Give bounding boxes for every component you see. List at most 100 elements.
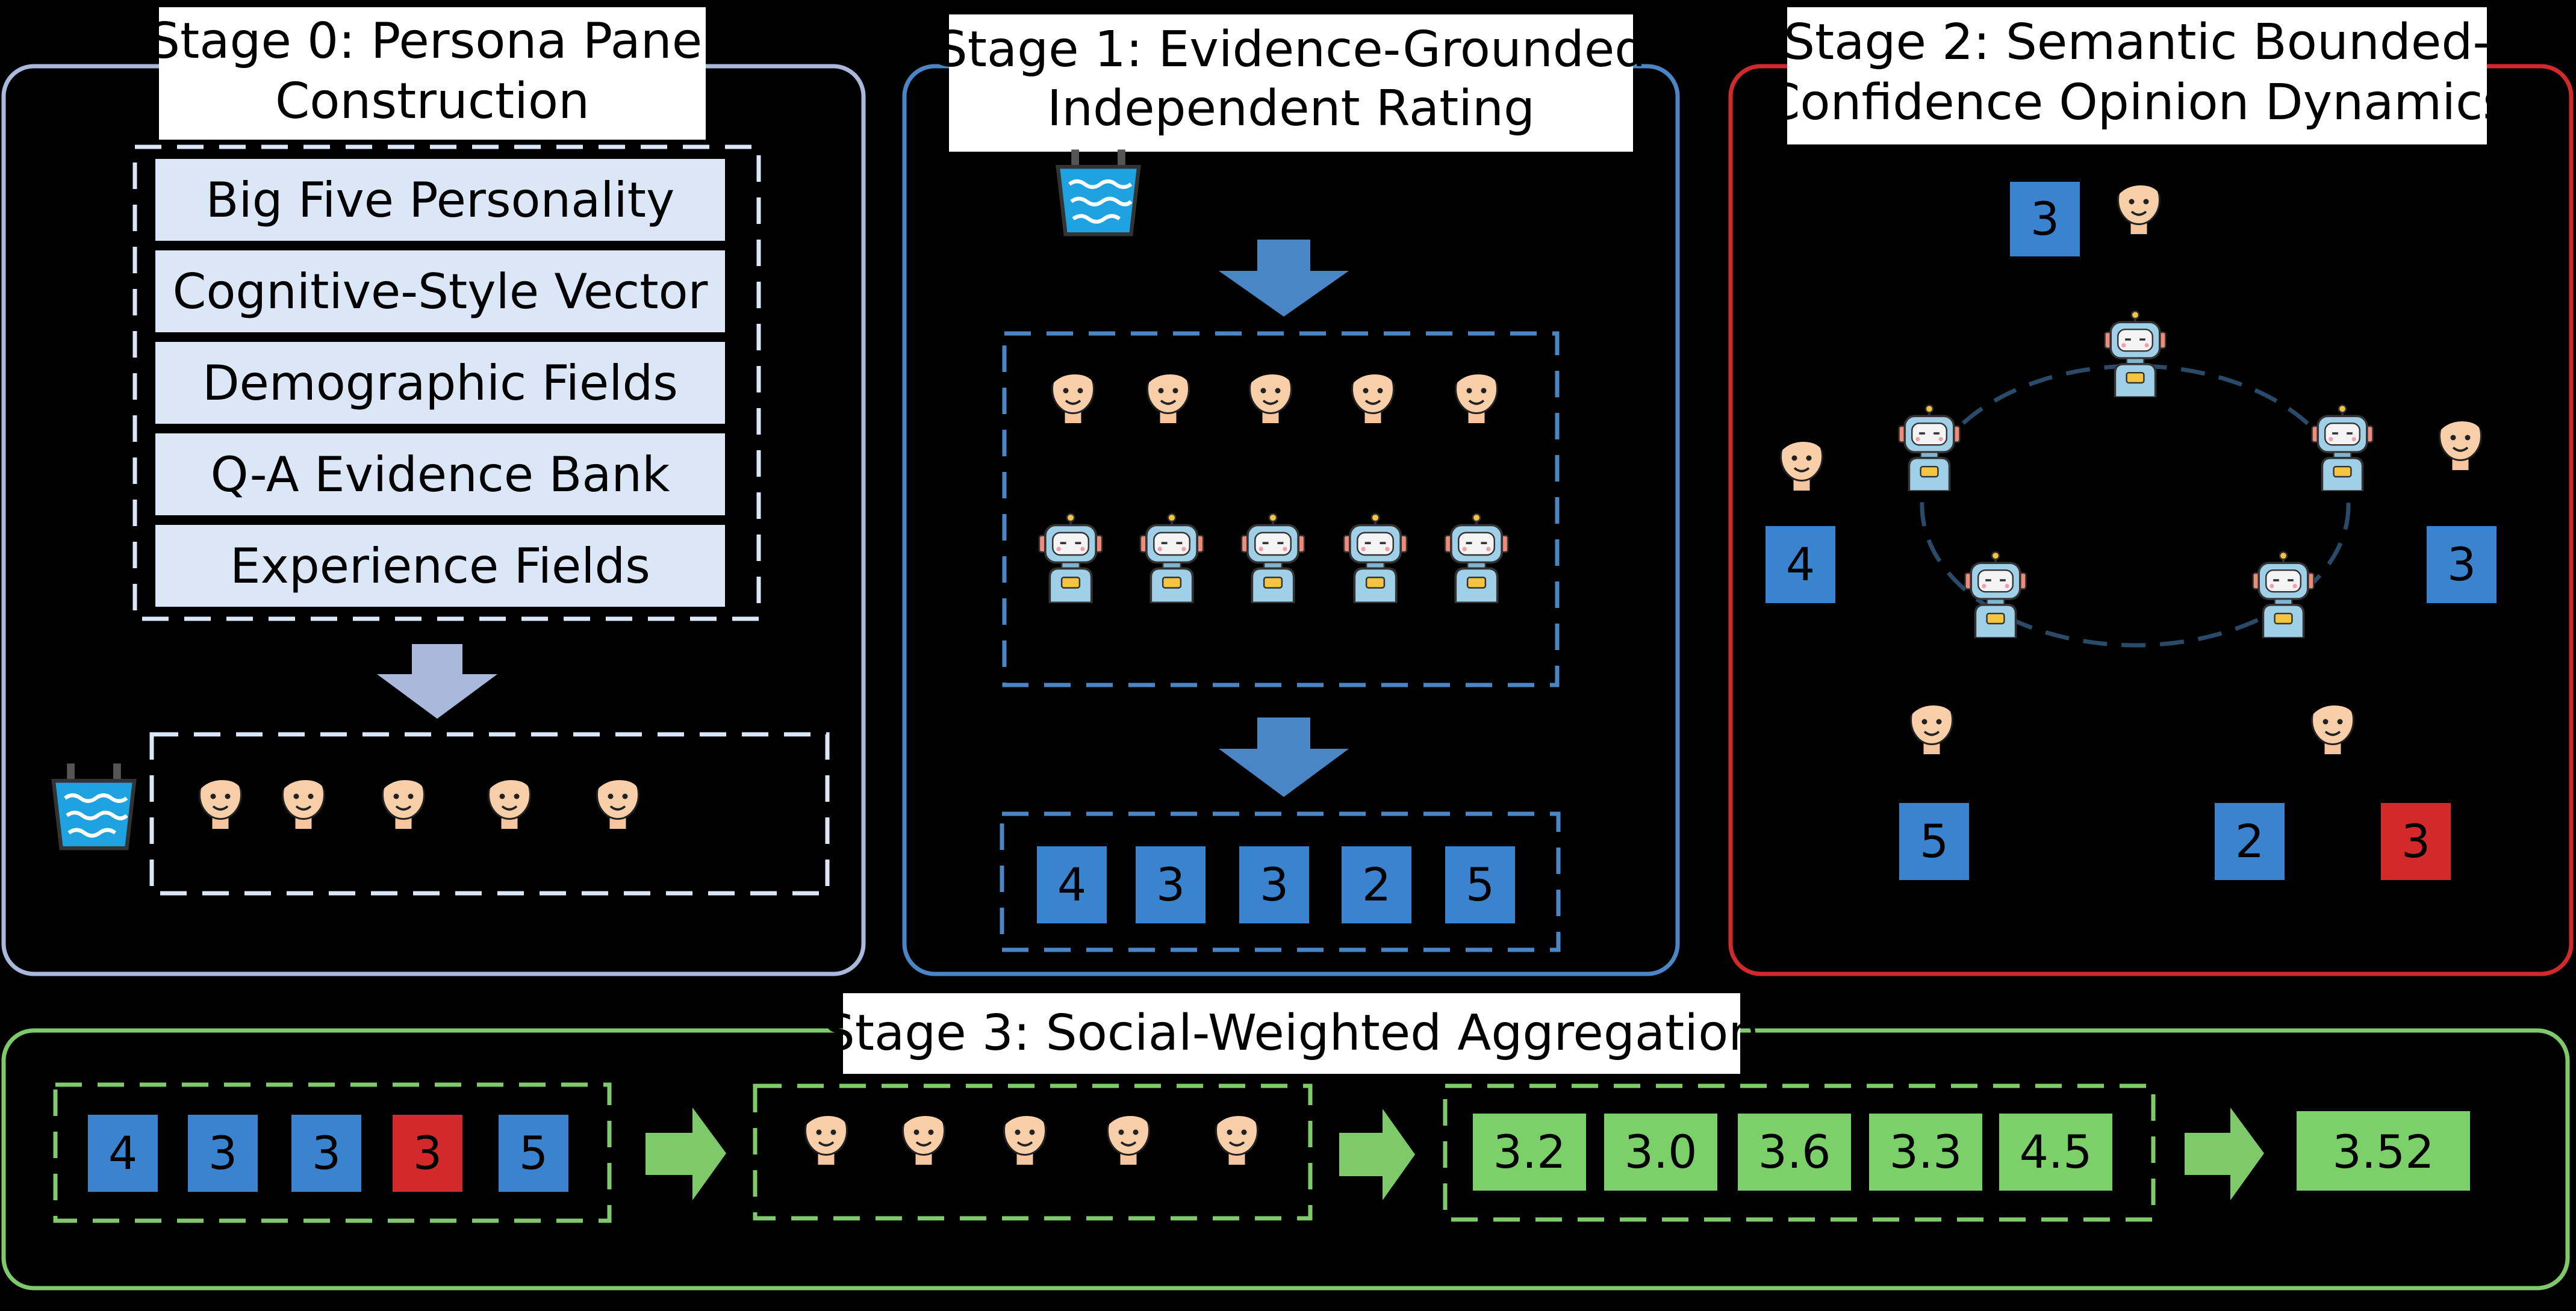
elder-man-avatar-icon [1198,1102,1276,1199]
persona-panel-group [149,732,830,896]
stage-0-title-line2: Construction [275,73,590,130]
stage-1-title-box [949,14,1633,152]
score-value: 3 [413,1126,442,1180]
score-value: 2 [1362,858,1391,911]
down-arrow-icon [1219,717,1349,797]
score-group [53,1082,612,1223]
component-box [155,525,725,607]
score-value: 4 [1057,858,1086,911]
component-label: Cognitive-Style Vector [173,264,708,320]
component-group [132,144,761,621]
score-value: 5 [519,1126,548,1180]
interaction-ring [1920,364,2351,648]
stage-0-panel: Stage 0: Persona Panel Construction Big … [1,7,866,976]
robot-agent-icon [1444,513,1509,603]
stage-1-border [902,64,1680,976]
rating-group [1000,811,1561,952]
weighted-score-value: 3.0 [1625,1125,1697,1179]
score-box [499,1115,568,1192]
component-label: Experience Fields [230,538,650,594]
component-label: Q-A Evidence Bank [211,447,671,503]
robot-agent-icon [1897,404,1961,491]
component-box [155,342,725,424]
score-value: 4 [108,1126,137,1180]
component-box [155,250,725,332]
man-avatar-icon [2100,172,2178,268]
updated-score-value: 3 [2401,814,2430,868]
score-box [291,1115,361,1192]
boy-avatar-icon [1334,361,1412,457]
weighted-score-box [1473,1114,1586,1191]
stage-3-title-box [843,993,1740,1074]
score-value: 3 [1260,858,1289,911]
robot-agent-icon [1240,513,1305,603]
elder-man-avatar-icon [579,766,657,863]
boy-avatar-icon [1089,1102,1168,1199]
score-box [88,1115,158,1192]
score-value: 5 [1920,814,1949,868]
dataset-pool-icon [54,763,134,848]
component-label: Demographic Fields [202,355,678,411]
component-box [155,433,725,515]
woman-avatar-icon [787,1102,865,1199]
stage-0-title-box [159,7,706,140]
score-value: 2 [2235,814,2264,868]
score-value: 3 [312,1126,341,1180]
score-box [2010,182,2080,256]
woman-avatar-icon [1762,428,1841,525]
right-arrow-icon [646,1108,726,1200]
boy-avatar-icon [470,766,549,863]
score-box [1136,846,1206,923]
score-box [2427,526,2497,603]
young-man-avatar-icon [1129,361,1207,457]
stage-2-title-box [1787,7,2487,144]
score-box [1342,846,1411,923]
robot-agent-icon [1139,513,1204,603]
stage-2-panel: Stage 2: Semantic Bounded- Confidence Op… [1728,7,2574,976]
updated-score-box [2381,803,2451,880]
young-man-avatar-icon [2421,408,2500,504]
score-box [1445,846,1515,923]
score-box [1766,526,1835,603]
weighted-score-value: 4.5 [2020,1125,2092,1179]
score-value: 3 [2030,192,2059,246]
robot-agent-icon [2310,404,2374,491]
robot-agent-icon [1343,513,1408,603]
score-box [1899,803,1969,880]
stage-1-title-line1: Stage 1: Evidence-Grounded [936,21,1646,78]
robot-agent-icon [1038,513,1103,603]
robot-agent-icon [2103,311,2167,397]
dataset-pool-icon [1058,149,1139,234]
young-man-avatar-icon [264,766,343,863]
score-value: 5 [1466,858,1495,911]
score-box [1239,846,1309,923]
stage-2-title-line2: Confidence Opinion Dynamics [1766,74,2509,131]
component-label: Big Five Personality [206,172,675,228]
stage-2-title-line1: Stage 2: Semantic Bounded- [1784,14,2490,71]
woman-avatar-icon [1034,361,1112,457]
final-score-value: 3.52 [2332,1125,2434,1179]
weighted-score-box [1999,1114,2112,1191]
score-box [2215,803,2285,880]
man-avatar-icon [986,1102,1064,1199]
component-box [155,159,725,241]
weighted-score-value: 3.6 [1758,1125,1831,1179]
down-arrow-icon [377,644,497,719]
elder-man-avatar-icon [1437,361,1516,457]
young-man-avatar-icon [885,1102,963,1199]
weighted-score-box [1604,1114,1717,1191]
final-score-box [2297,1111,2470,1191]
weighted-score-box [1869,1114,1982,1191]
persona-weight-group [753,1083,1313,1221]
score-value: 3 [1156,858,1185,911]
weighted-score-value: 3.3 [1890,1125,1962,1179]
stage-3-panel: Stage 3: Social-Weighted Aggregation 4 3 3… [1,993,2570,1291]
stage-0-title-line1: Stage 0: Persona Panel [149,13,716,70]
weighted-score-value: 3.2 [1493,1125,1566,1179]
stage-3-title: Stage 3: Social-Weighted Aggregation [824,1005,1759,1062]
agent-grid-group [1002,331,1560,687]
weighted-score-box [1738,1114,1851,1191]
elder-man-avatar-icon [1893,692,1971,789]
